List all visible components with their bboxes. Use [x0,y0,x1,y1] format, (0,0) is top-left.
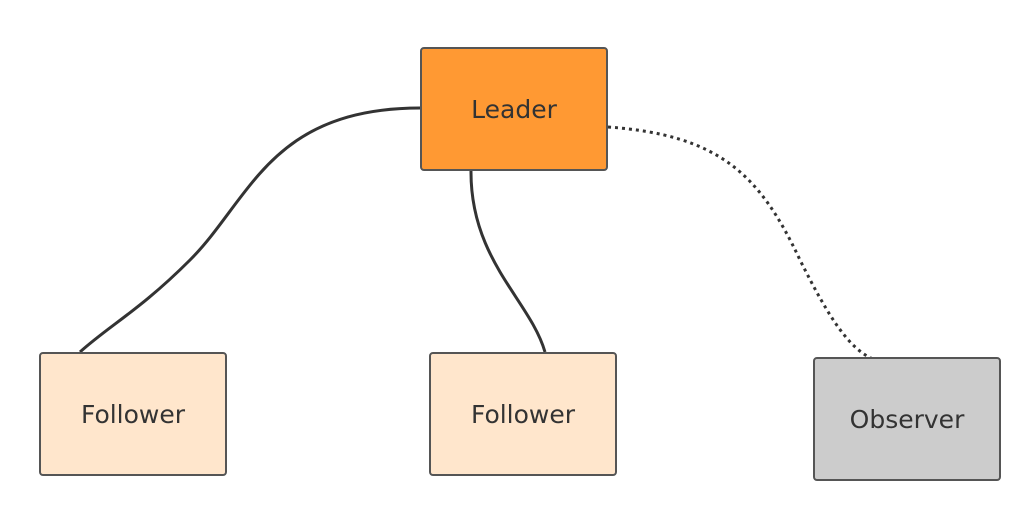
follower-node-left[interactable]: Follower [39,352,227,476]
follower-node-middle[interactable]: Follower [429,352,617,476]
leader-label: Leader [471,94,557,124]
edge-leader-follower-middle [469,169,547,353]
observer-label: Observer [849,404,965,434]
leader-node[interactable]: Leader [420,47,608,171]
follower-label-middle: Follower [470,399,576,429]
follower-label-left: Follower [80,399,186,429]
edge-leader-follower-left [78,106,421,354]
edge-leader-observer [607,125,876,362]
observer-node[interactable]: Observer [813,357,1001,481]
